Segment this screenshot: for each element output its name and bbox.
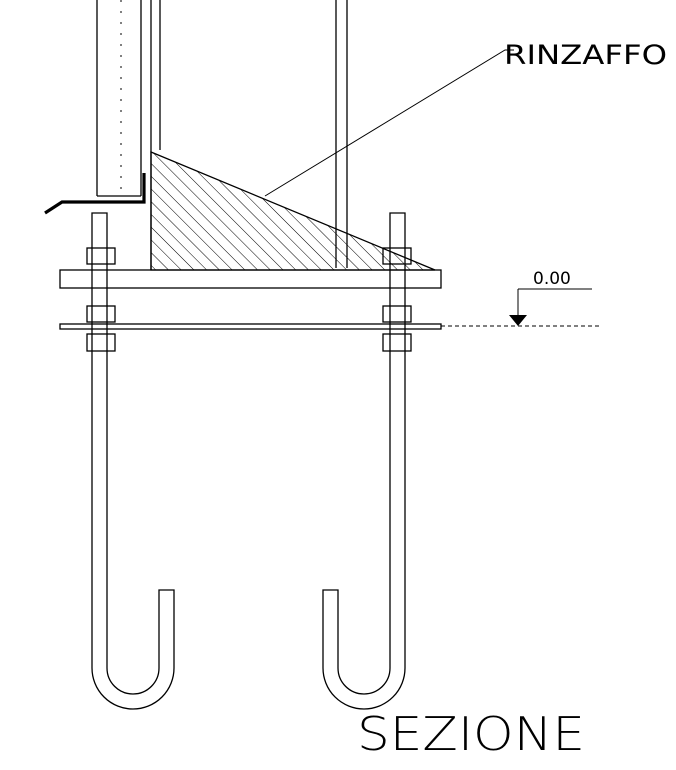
nuts-left [86,247,116,352]
section-title: SEZIONE [357,707,585,761]
cladding-profile [44,173,146,215]
vertical-rod [335,0,348,268]
callout-leader [264,49,514,197]
nuts-right [382,247,412,352]
levelling-plate [59,323,442,330]
level-datum [441,288,602,327]
level-value: 0.00 [533,269,571,289]
base-plate [59,269,442,289]
mortar-wedge [150,151,436,271]
callout-label: RINZAFFO [504,40,667,71]
anchor-bolt-left [91,212,175,710]
anchor-bolt-right [322,212,406,710]
level-marker-icon [509,315,527,326]
